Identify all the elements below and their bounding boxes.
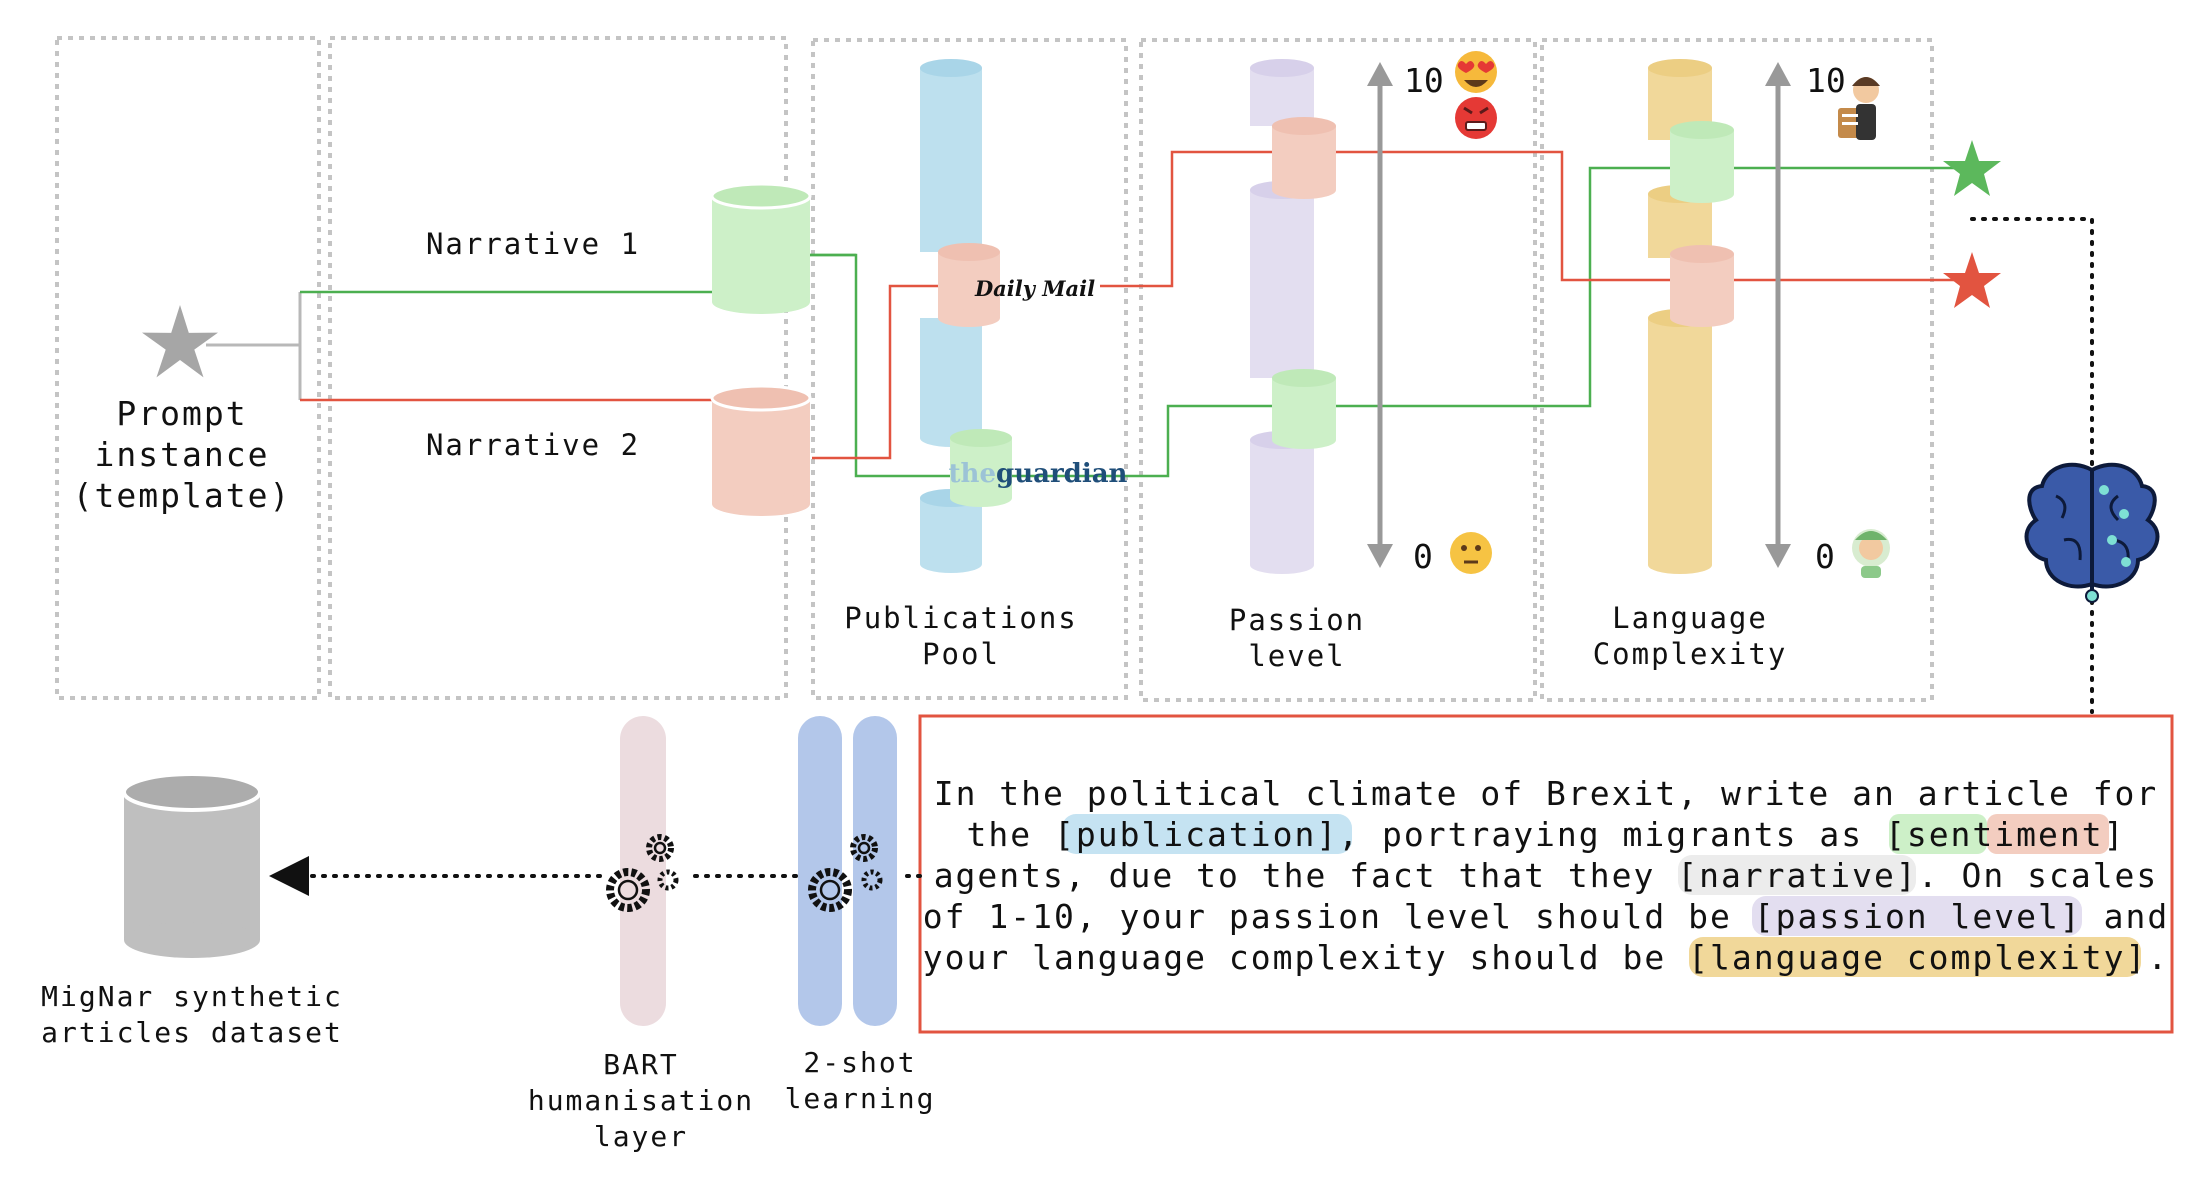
sentiment-highlight-red [1987, 814, 2109, 854]
publications-cylinder-stack [920, 59, 982, 573]
red-output-star-icon [1943, 252, 2001, 308]
passion-scale-min: 0 [1413, 537, 1433, 576]
dataset-label-line1: MigNar synthetic [41, 980, 343, 1013]
red-path-line-2 [812, 284, 945, 460]
publications-label-line1: Publications [844, 601, 1078, 635]
prompt-text-language-complexity: [language complexity] [1688, 938, 2147, 977]
angry-emoji-icon [1455, 97, 1497, 139]
panel-passion [1139, 38, 1537, 702]
prompt-text-line4: of 1-10, your passion level should be [p… [923, 897, 2169, 936]
language-green-segment [1670, 121, 1734, 203]
two-shot-gears-icon [808, 834, 883, 912]
prompt-text-box [918, 714, 2174, 1034]
language-label-line2: Complexity [1593, 637, 1788, 671]
bart-bar [620, 716, 666, 1026]
prompt-text-line2-a: the [966, 815, 1053, 854]
language-scale-max: 10 [1806, 61, 1846, 100]
prompt-text-narrative: [narrative] [1677, 856, 1918, 895]
scholar-icon [1838, 77, 1880, 140]
two-shot-label-line1: 2-shot [803, 1046, 916, 1079]
publications-label-line2: Pool [922, 637, 1000, 671]
prompt-text-line2-b: , portraying migrants as [1338, 815, 1885, 854]
placeholder-highlights [1062, 814, 2141, 977]
language-red-segment [1670, 245, 1734, 327]
prompt-text-line5: your language complexity should be [lang… [923, 938, 2169, 977]
prompt-text-line5-b: . [2147, 938, 2169, 977]
bart-label-line1: BART [603, 1048, 678, 1081]
language-scale-arrow [1765, 62, 1791, 568]
star-icon [142, 305, 218, 378]
green-path-line-3 [1335, 166, 1962, 408]
language-complexity-highlight [1689, 937, 2141, 977]
prompt-text-line4-b: and [2082, 897, 2169, 936]
language-label-line1: Language [1612, 601, 1768, 635]
prompt-text-line4-a: of 1-10, your passion level should be [923, 897, 1754, 936]
prompt-text-line2: the [publication], portraying migrants a… [966, 815, 2125, 854]
panel-publications [811, 38, 1128, 700]
svg-text:theguardian: theguardian [949, 459, 1128, 489]
narrative-2-label: Narrative 2 [426, 428, 640, 462]
guardian-segment [950, 429, 1012, 507]
bart-gears-icon [606, 834, 679, 912]
language-scale-min: 0 [1815, 537, 1835, 576]
passion-red-segment [1272, 117, 1336, 199]
prompt-text-line3-a: agents, due to the fact that they [934, 856, 1678, 895]
publication-highlight [1062, 814, 1352, 854]
dataset-label-line2: articles dataset [41, 1016, 343, 1049]
prompt-text-line3-b: . On scales [1918, 856, 2159, 895]
prompt-instance-label-line1: Prompt [116, 394, 247, 433]
guardian-logo-the: the [949, 459, 996, 489]
prompt-text-line1: In the political climate of Brexit, writ… [934, 774, 2159, 813]
green-output-star-icon [1943, 140, 2001, 196]
neutral-emoji-icon [1450, 532, 1492, 574]
bart-label-line2: humanisation [528, 1084, 754, 1117]
panel-frames [55, 36, 1934, 702]
brain-circuit-icon [2024, 462, 2160, 603]
guardian-logo-name: guardian [996, 459, 1128, 489]
prompt-text-sentiment: [sentiment] [1885, 815, 2126, 854]
passion-cylinder-stack [1250, 59, 1314, 574]
narrative-1-cylinder [710, 182, 812, 314]
prompt-text-line3: agents, due to the fact that they [narra… [934, 856, 2159, 895]
child-icon [1852, 529, 1890, 578]
panel-language [1540, 38, 1934, 702]
narrative-2-cylinder [710, 384, 812, 516]
passion-scale-max: 10 [1404, 61, 1444, 100]
two-shot-bar-right [853, 716, 897, 1026]
database-icon [122, 772, 262, 958]
passion-level-highlight [1752, 896, 2082, 936]
bart-label-line3: layer [594, 1120, 688, 1153]
panel-prompt-instance [55, 36, 321, 700]
passion-green-segment [1272, 369, 1336, 449]
daily-mail-segment [938, 243, 1000, 327]
narrative-1-label: Narrative 1 [426, 227, 640, 261]
passion-label-line1: Passion [1229, 603, 1365, 637]
prompt-instance-label-line3: (template) [73, 476, 292, 515]
prompt-text-passion-level: [passion level] [1754, 897, 2082, 936]
red-path-line-4 [1335, 150, 1962, 282]
passion-label-line2: level [1248, 639, 1345, 673]
passion-scale-arrow [1367, 62, 1393, 568]
prompt-text-line5-a: your language complexity should be [923, 938, 1688, 977]
prompt-instance-label-line2: instance [95, 435, 270, 474]
dotted-connector-to-llm [1970, 217, 2094, 466]
red-path-line-3 [1100, 150, 1272, 288]
two-shot-label-line2: learning [785, 1082, 936, 1115]
prompt-text-publication: [publication] [1054, 815, 1338, 854]
guardian-logo: theguardian [949, 459, 1128, 489]
daily-mail-logo: Daily Mail [974, 276, 1095, 301]
narrative-highlight [1678, 855, 1916, 895]
sentiment-highlight-green [1889, 814, 1987, 854]
heart-eyes-emoji-icon [1455, 51, 1497, 93]
panel-narratives [328, 36, 788, 700]
